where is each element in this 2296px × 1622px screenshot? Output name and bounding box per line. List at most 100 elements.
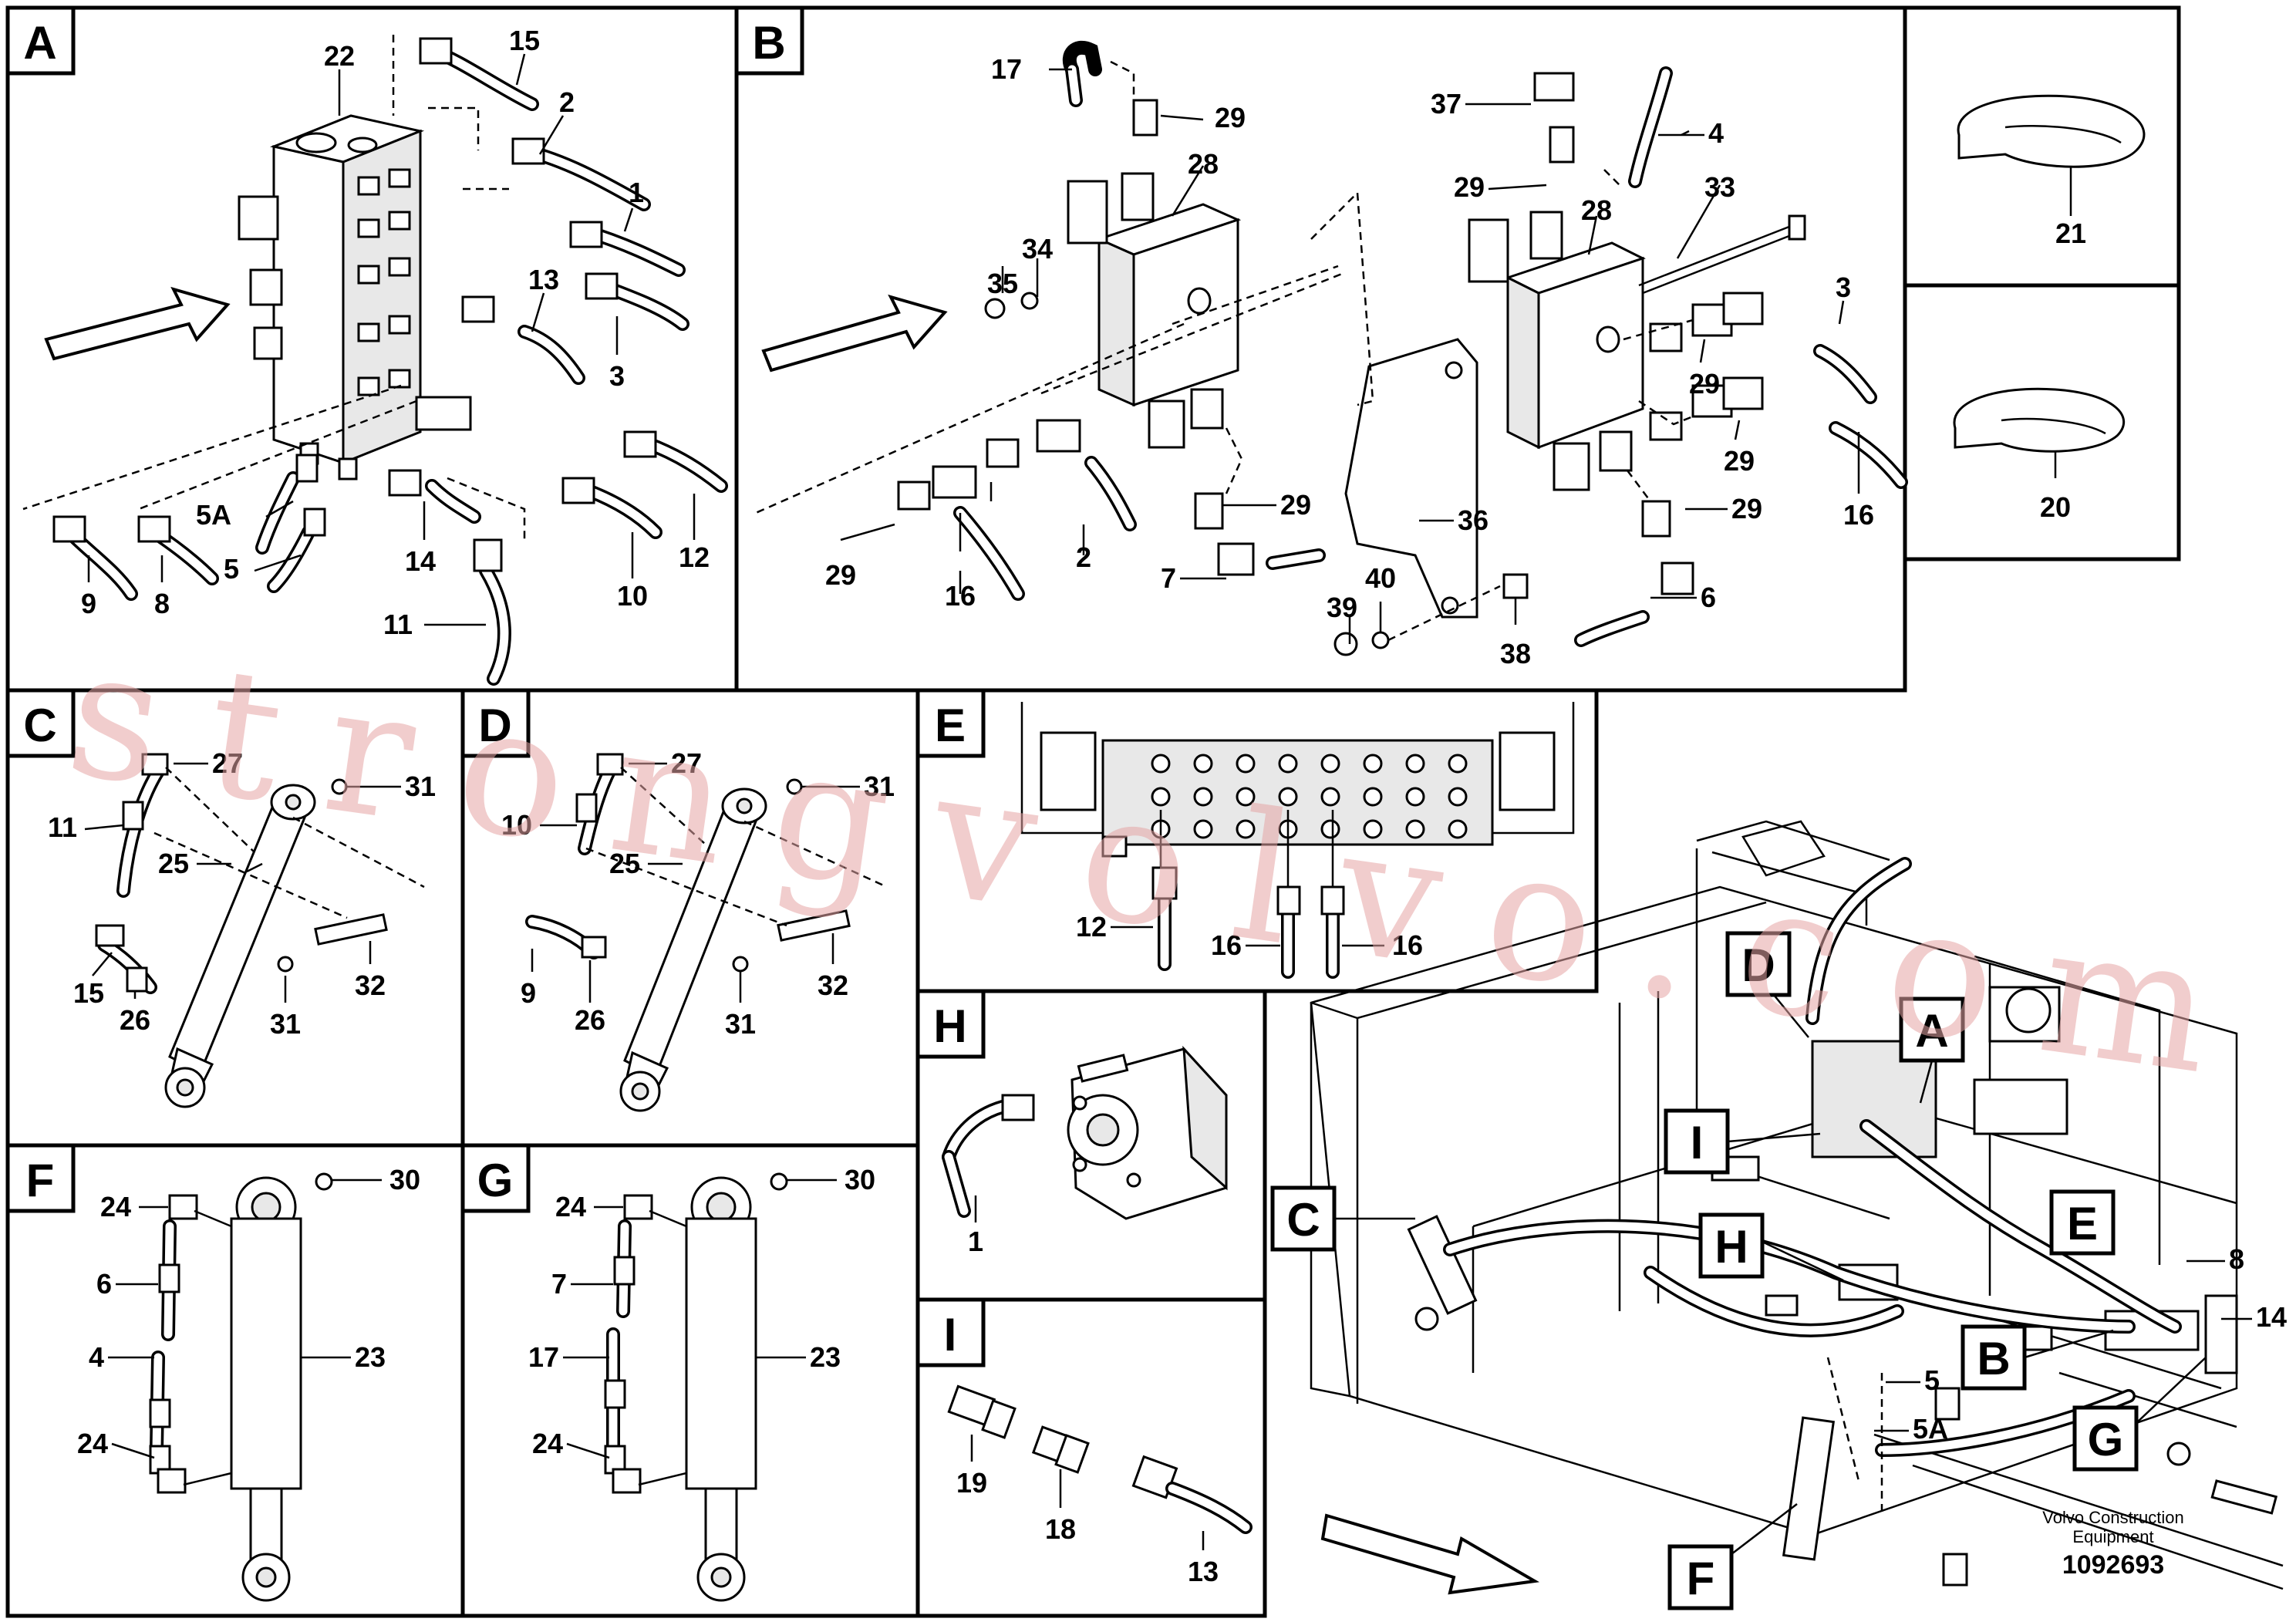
panel-e-drawing: 12 16 16 xyxy=(1020,702,1575,979)
callout-f-24-top: 24 xyxy=(100,1191,131,1222)
callout-b-16-left: 16 xyxy=(945,580,976,612)
callout-c-11: 11 xyxy=(48,811,77,843)
callout-c-31-bottom: 31 xyxy=(270,1008,301,1040)
panel-i-drawing: 19 18 13 xyxy=(947,1384,1253,1587)
brand-line-2: Equipment xyxy=(2072,1527,2153,1546)
svg-text:B: B xyxy=(1977,1333,2010,1384)
callout-a-13: 13 xyxy=(528,264,559,295)
callout-a-11: 11 xyxy=(383,609,413,640)
overview-cylinder-c xyxy=(1407,1215,1478,1315)
panel-b-hoses xyxy=(953,40,1908,647)
callout-b-33: 33 xyxy=(1704,171,1735,203)
callout-clip-20: 20 xyxy=(2040,491,2071,523)
callout-b-4: 4 xyxy=(1708,117,1724,149)
overview-tag-a: A xyxy=(1899,996,1965,1104)
panel-tag-d: D xyxy=(460,688,531,758)
valve-right-port xyxy=(1596,325,1620,353)
valve-left-cap xyxy=(1121,172,1155,221)
svg-text:A: A xyxy=(1915,1005,1948,1057)
callout-b-40: 40 xyxy=(1365,562,1396,594)
panel-b-frame xyxy=(734,5,1907,693)
pin-32-d xyxy=(777,909,851,942)
panel-a-guide-lines xyxy=(22,35,526,540)
callout-d-31-bottom: 31 xyxy=(725,1008,756,1040)
overview-tag-i: I xyxy=(1664,1108,1821,1175)
svg-text:F: F xyxy=(1687,1553,1715,1604)
panel-a-hose-nuts xyxy=(52,37,657,572)
cylinder-f-rod xyxy=(249,1487,283,1563)
callout-a-10: 10 xyxy=(617,580,648,612)
cylinder-g-body xyxy=(685,1217,757,1490)
callout-b-34: 34 xyxy=(1022,233,1053,265)
svg-text:C: C xyxy=(1286,1194,1320,1246)
callout-e-16-left: 16 xyxy=(1211,929,1242,961)
elbow-24-top xyxy=(168,1194,198,1220)
panel-tag-i: I xyxy=(915,1297,986,1367)
svg-text:B: B xyxy=(752,17,785,69)
overview-tag-e: E xyxy=(2049,1189,2116,1256)
overview-callout-8: 8 xyxy=(2229,1243,2244,1275)
callout-b-29-right-bottom: 29 xyxy=(1731,493,1762,524)
svg-text:H: H xyxy=(1714,1221,1748,1273)
valve-right-bottom-2 xyxy=(1599,430,1633,472)
panel-b-callouts: 17 29 28 34 35 37 29 28 33 4 3 29 29 16 … xyxy=(825,53,1874,669)
cable-tie-21 xyxy=(1957,94,2146,168)
overview-tag-c: C xyxy=(1270,1185,1415,1252)
callout-clip-21: 21 xyxy=(2055,218,2086,249)
callout-g-7: 7 xyxy=(551,1268,567,1300)
callout-f-4: 4 xyxy=(89,1341,104,1373)
callout-b-29-top-left: 29 xyxy=(1215,102,1246,133)
panel-d-drawing: 27 31 10 25 32 9 26 31 xyxy=(501,747,895,1112)
callout-c-27: 27 xyxy=(212,747,243,779)
callout-c-25: 25 xyxy=(158,848,189,879)
bolt-33 xyxy=(1638,222,1798,287)
direction-arrow-overview xyxy=(1320,1513,1540,1595)
callout-a-9: 9 xyxy=(81,588,96,619)
panel-h-drawing: 1 xyxy=(942,1045,1228,1257)
callout-a-12: 12 xyxy=(679,541,710,573)
panel-b-guide-lines xyxy=(755,60,1694,642)
valve-port-top xyxy=(295,132,337,153)
callout-g-24-bottom: 24 xyxy=(532,1428,563,1459)
overview-cylinder-g xyxy=(2204,1294,2238,1374)
callout-a-14: 14 xyxy=(405,545,436,577)
callout-c-15: 15 xyxy=(73,977,104,1009)
panel-tag-f: F xyxy=(5,1143,76,1213)
callout-b-29-left: 29 xyxy=(825,559,856,591)
callout-i-13: 13 xyxy=(1188,1556,1219,1587)
svg-text:G: G xyxy=(477,1155,514,1206)
mounting-bracket xyxy=(1344,338,1478,619)
svg-text:I: I xyxy=(944,1309,957,1361)
callout-h-1: 1 xyxy=(968,1226,983,1257)
callout-f-23: 23 xyxy=(355,1341,386,1373)
footer: Volvo Construction Equipment 1092693 xyxy=(2042,1508,2183,1580)
overview-callout-5a: 5A xyxy=(1913,1413,1948,1445)
callout-b-29-top-right: 29 xyxy=(1454,171,1485,203)
callout-d-25: 25 xyxy=(609,848,640,879)
callout-d-32: 32 xyxy=(818,969,848,1001)
callout-e-16-right: 16 xyxy=(1392,929,1423,961)
overview-callout-14: 14 xyxy=(2256,1301,2287,1333)
svg-text:I: I xyxy=(1691,1117,1704,1168)
callout-b-17: 17 xyxy=(991,53,1022,85)
callout-d-31-top: 31 xyxy=(864,771,895,802)
callout-f-24-bottom: 24 xyxy=(77,1428,108,1459)
callout-i-19: 19 xyxy=(956,1467,987,1499)
callout-a-22: 22 xyxy=(324,40,355,72)
valve-solenoid-1 xyxy=(238,195,279,241)
panel-tags: A B C D E F G H I xyxy=(5,5,986,1367)
svg-text:F: F xyxy=(26,1155,55,1206)
callout-c-26: 26 xyxy=(120,1004,150,1036)
callout-b-6: 6 xyxy=(1701,582,1716,613)
panel-b-leader-lines xyxy=(840,68,1860,644)
panel-g-drawing: 24 30 7 17 23 24 xyxy=(528,1164,875,1602)
svg-text:H: H xyxy=(933,1000,966,1052)
panel-a-drawing: 22 15 2 1 13 3 12 10 11 14 5A 5 9 8 xyxy=(22,25,728,686)
callout-d-26: 26 xyxy=(575,1004,605,1036)
overview-cylinder-f xyxy=(1782,1416,1836,1561)
valve-solenoid-2 xyxy=(249,268,283,306)
panel-tag-a: A xyxy=(5,5,76,76)
callout-g-30: 30 xyxy=(845,1164,875,1195)
bolt-38 xyxy=(1502,573,1529,599)
